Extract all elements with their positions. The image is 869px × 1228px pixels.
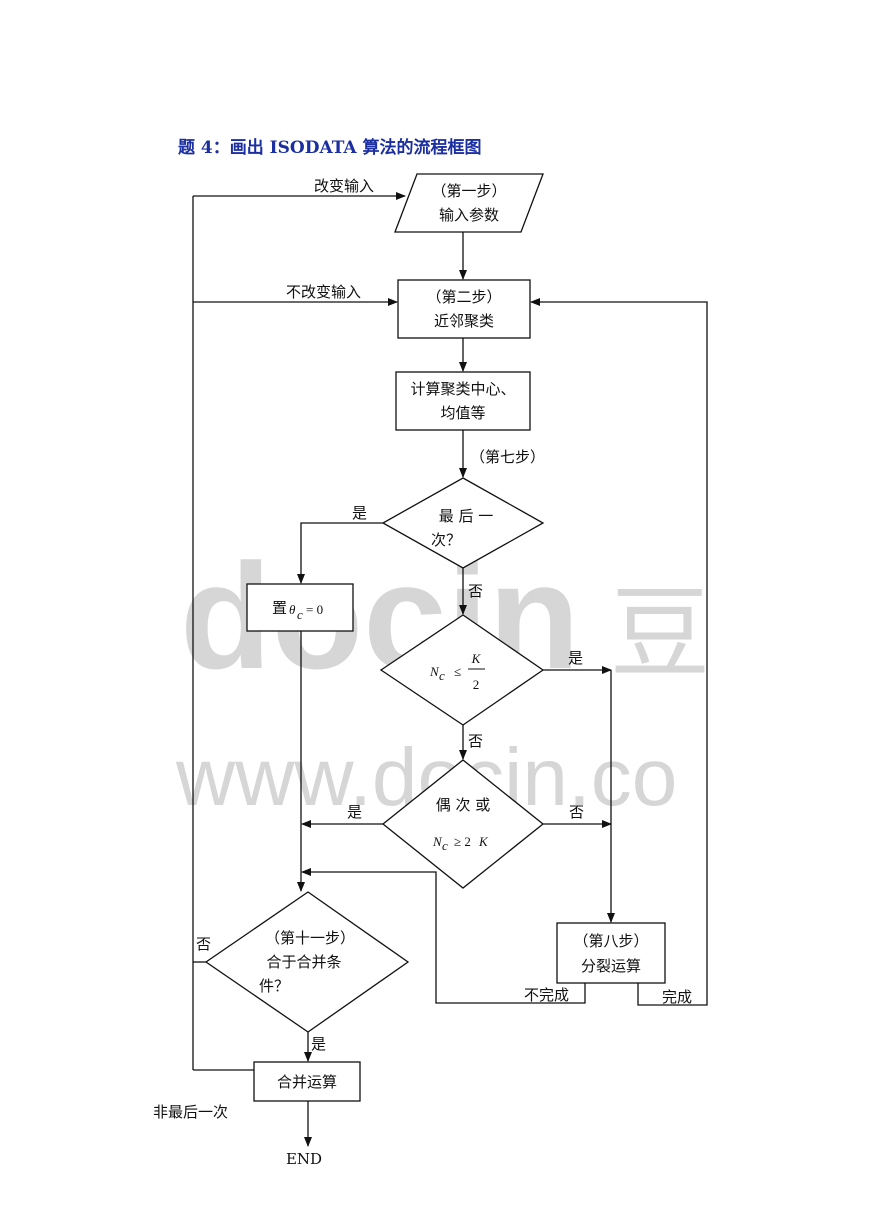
nc-cond-op: ≤ — [454, 664, 461, 679]
set-theta-sub: c — [297, 607, 303, 622]
end-label: END — [286, 1150, 322, 1168]
set-theta-eq: = 0 — [306, 602, 323, 617]
edge-split-complete: 完成 — [662, 988, 692, 1006]
compute-line2: 均值等 — [440, 404, 485, 422]
edge-split-incomplete: 不完成 — [524, 986, 569, 1004]
node-step2: （第二步） 近邻聚类 — [397, 279, 531, 339]
edge-merge-yes: 是 — [311, 1035, 326, 1053]
step8-line1: （第八步） — [573, 932, 648, 950]
merge-text: 合并运算 — [277, 1073, 337, 1091]
edge-no-change-input: 不改变输入 — [286, 283, 361, 301]
edge-labels: 改变输入 不改变输入 是 否 是 否 是 否 否 是 不完成 完成 非最后一次 — [153, 177, 692, 1121]
step2-line2: 近邻聚类 — [434, 312, 494, 330]
edge-merge-no: 否 — [196, 935, 211, 953]
decision-even-or-nc-ge-2k: 偶 次 或 N c ≥ 2 K — [381, 759, 545, 889]
edge-nc-no: 否 — [468, 732, 483, 750]
decision-last-iteration: 最 后 一 次？ — [381, 477, 545, 569]
even-op: ≥ 2 — [454, 834, 471, 849]
compute-line1: 计算聚类中心、 — [410, 380, 515, 398]
step2-line1: （第二步） — [426, 288, 501, 306]
edge-even-yes: 是 — [347, 803, 362, 821]
page-title: 题 4：画出 ISODATA 算法的流程框图 — [178, 137, 482, 158]
edge-nc-yes: 是 — [568, 649, 583, 667]
node-set-theta: 置 θ c = 0 — [246, 583, 354, 632]
step11-line3: 件？ — [259, 977, 289, 995]
set-theta-text: 置 — [272, 599, 287, 617]
step11-line1: （第十一步） — [265, 929, 355, 947]
watermark: docin 豆 www.docin.co — [175, 532, 710, 823]
even-line1: 偶 次 或 — [436, 796, 491, 814]
step1-line2: 输入参数 — [439, 206, 499, 224]
connectors — [192, 192, 708, 1147]
step7-label: （第七步） — [470, 448, 545, 466]
set-theta-symbol: θ — [289, 602, 296, 617]
node-merge: 合并运算 — [253, 1061, 361, 1102]
even-k: K — [478, 834, 489, 849]
even-sub: c — [442, 838, 448, 853]
node-compute-centers: 计算聚类中心、 均值等 — [395, 371, 531, 431]
step8-line2: 分裂运算 — [581, 957, 641, 975]
last-line1: 最 后 一 — [439, 507, 494, 525]
nc-cond-sub: c — [439, 668, 445, 683]
even-n: N — [432, 834, 443, 849]
decision-merge-condition: （第十一步） 合于合并条 件？ — [204, 891, 410, 1033]
node-step1: （第一步） 输入参数 — [394, 173, 544, 233]
nc-cond-den: 2 — [473, 677, 480, 692]
step11-line2: 合于合并条 — [266, 953, 341, 971]
edge-last-yes: 是 — [352, 504, 367, 522]
watermark-brand-char: 豆 — [610, 578, 710, 690]
last-line2: 次？ — [431, 531, 461, 549]
edge-not-last: 非最后一次 — [153, 1103, 228, 1121]
step1-line1: （第一步） — [431, 182, 506, 200]
edge-change-input: 改变输入 — [314, 177, 374, 195]
node-step8: （第八步） 分裂运算 — [556, 922, 666, 984]
edge-last-no: 否 — [468, 582, 483, 600]
edge-even-no: 否 — [569, 803, 584, 821]
nc-cond-n: N — [429, 664, 440, 679]
nc-cond-num: K — [471, 651, 482, 666]
